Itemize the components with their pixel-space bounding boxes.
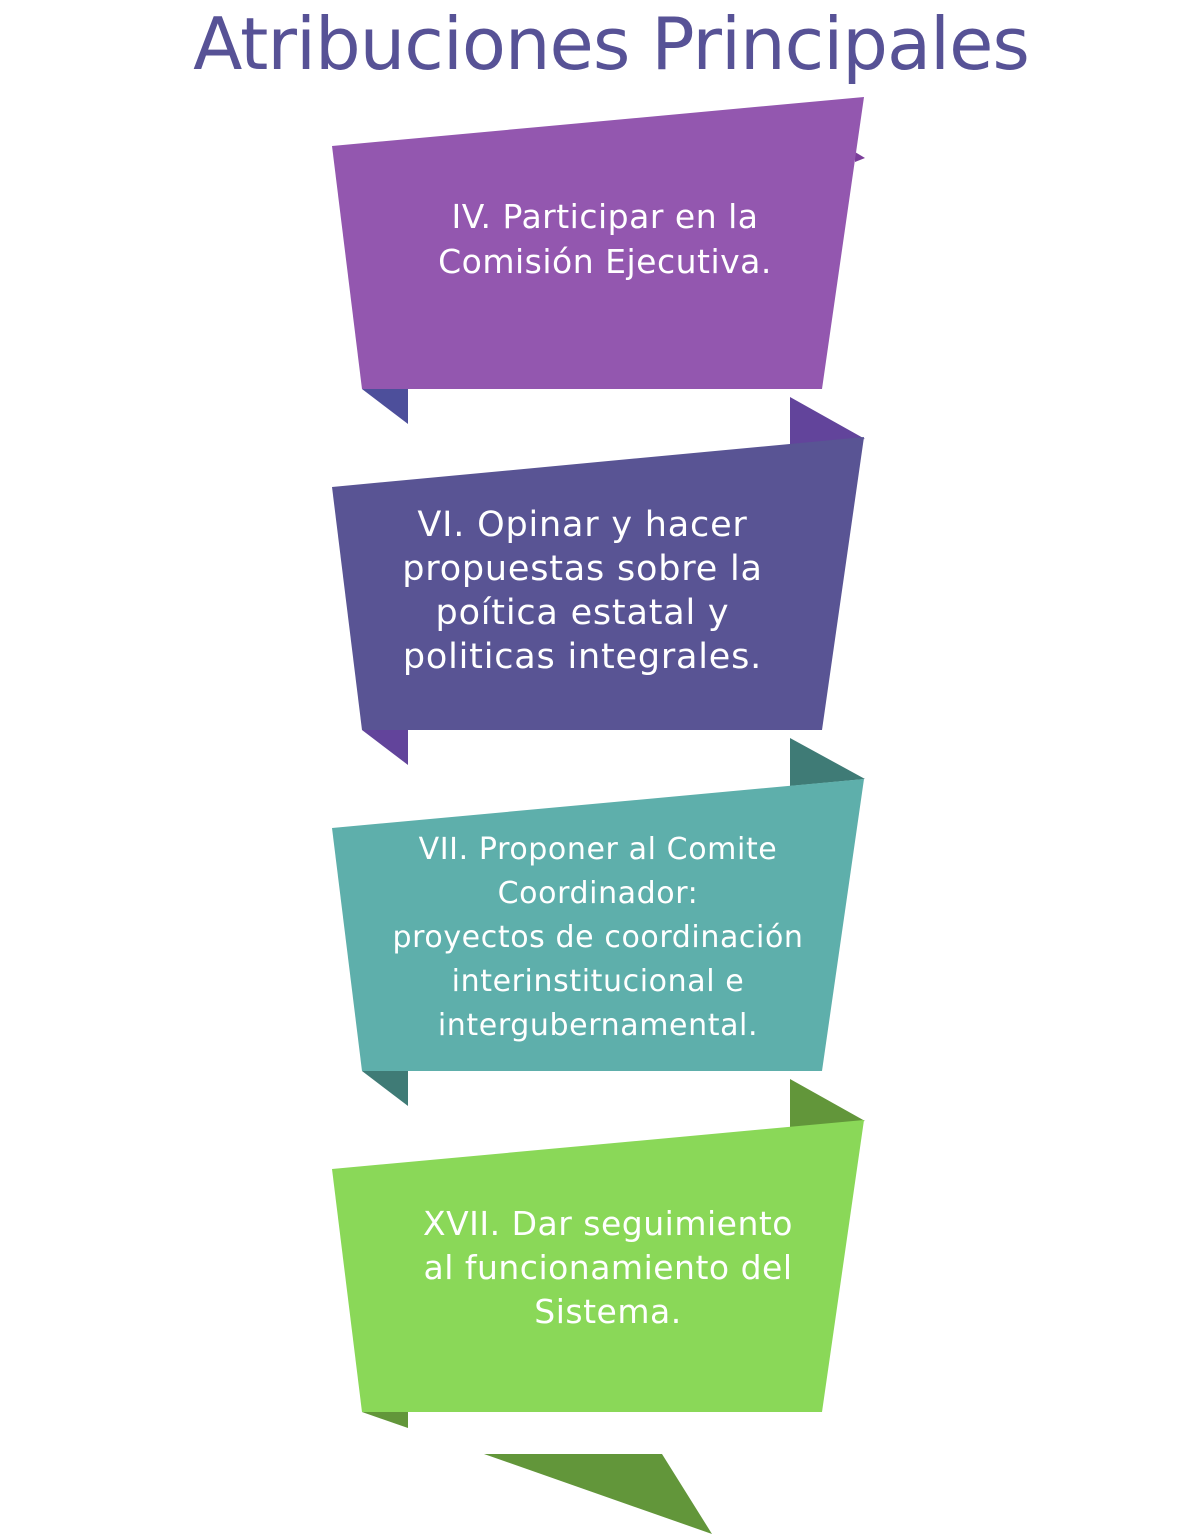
ribbon-card-2 — [332, 397, 865, 765]
card-2-text: VI. Opinar y hacer propuestas sobre la p… — [402, 505, 763, 677]
ribbon-card-4 — [332, 1079, 865, 1428]
card-3-text: VII. Proponer al Comite Coordinador: pro… — [392, 832, 804, 1043]
card-1-text: IV. Participar en la Comisión Ejecutiva. — [438, 197, 772, 281]
ribbon-fold-3 — [362, 1071, 408, 1106]
ribbon-fold-top-1 — [855, 152, 865, 162]
card-4-text: XVII. Dar seguimiento al funcionamiento … — [422, 1204, 793, 1331]
ribbon-tail — [484, 1454, 712, 1534]
ribbon-fold-top-2 — [790, 397, 865, 446]
ribbon-panel-4 — [332, 1120, 864, 1412]
page-title: Atribuciones Principales — [193, 2, 1030, 86]
ribbon-fold-top-3 — [790, 738, 865, 786]
ribbon-panel-3 — [332, 779, 864, 1071]
ribbon-fold-2 — [362, 730, 408, 765]
ribbon-fold-top-4 — [790, 1079, 865, 1128]
ribbon-fold-1 — [362, 389, 408, 424]
ribbon-panel-1 — [332, 97, 864, 389]
ribbon-fold-4 — [362, 1412, 408, 1428]
ribbon-panel-2 — [332, 437, 864, 730]
ribbon-card-3 — [332, 738, 865, 1106]
ribbon-card-1 — [332, 97, 865, 424]
